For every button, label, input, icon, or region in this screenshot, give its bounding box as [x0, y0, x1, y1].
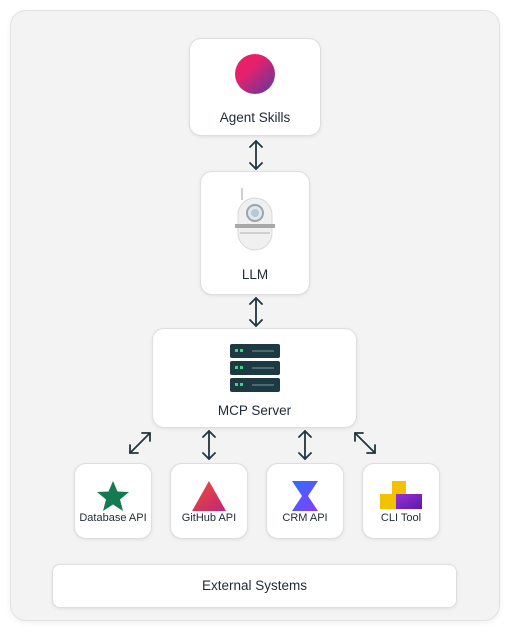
crm-logo-icon [292, 481, 318, 511]
llm-label: LLM [241, 267, 269, 282]
mcp-server-node: MCP Server [152, 328, 357, 428]
agent-orb-icon [235, 54, 275, 94]
arrow-mcp-crm [298, 430, 312, 460]
database-api-label: Database API [79, 512, 147, 524]
cli-blocks-icon [380, 481, 422, 509]
agent-skills-node: Agent Skills [189, 38, 321, 136]
cli-tool-node: CLI Tool [362, 463, 440, 539]
llm-node: LLM [200, 171, 310, 295]
external-systems-node: External Systems [52, 564, 457, 608]
server-icon [230, 344, 280, 392]
github-api-node: GitHub API [170, 463, 248, 539]
arrow-llm-mcp [249, 297, 263, 327]
cli-tool-label: CLI Tool [380, 512, 422, 524]
mcp-server-label: MCP Server [217, 403, 292, 418]
arrow-mcp-github [202, 430, 216, 460]
arrow-agent-llm [249, 140, 263, 170]
triangle-icon [192, 481, 226, 511]
arrow-mcp-cli [354, 432, 376, 454]
database-api-node: Database API [74, 463, 152, 539]
external-systems-label: External Systems [201, 578, 308, 593]
arrow-mcp-database [129, 432, 151, 454]
crm-api-node: CRM API [266, 463, 344, 539]
github-api-label: GitHub API [181, 512, 237, 524]
crm-api-label: CRM API [282, 512, 328, 524]
agent-skills-label: Agent Skills [219, 110, 291, 125]
robot-icon [235, 188, 275, 251]
star-icon [97, 481, 129, 511]
